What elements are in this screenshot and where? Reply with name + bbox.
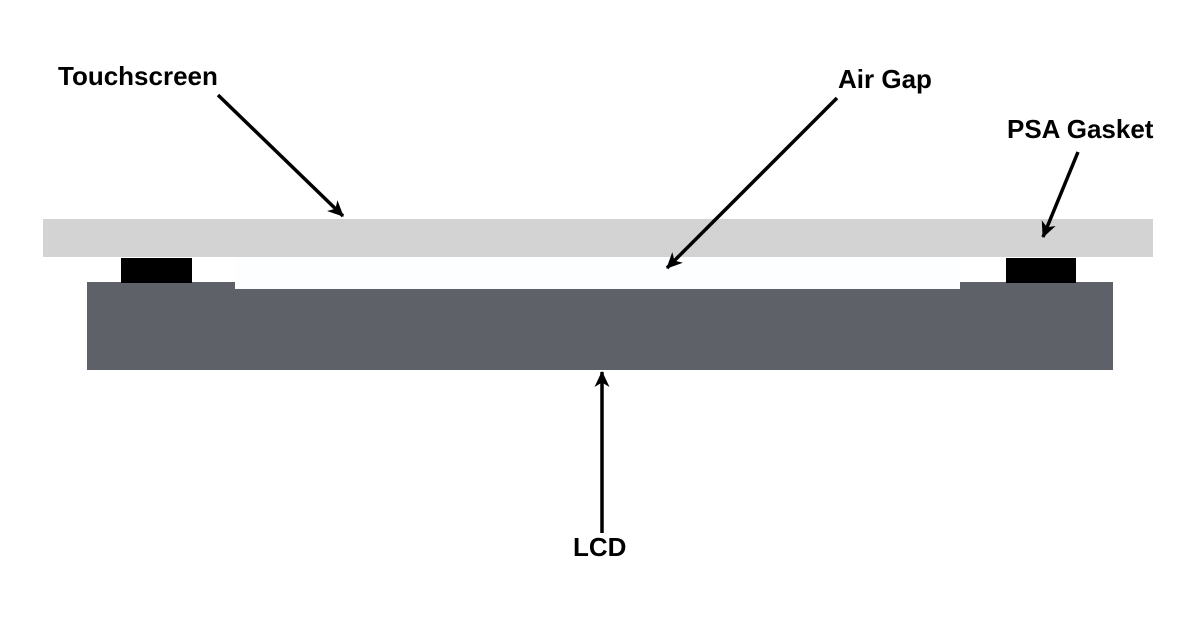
touchscreen-label: Touchscreen (58, 61, 218, 91)
lcd-label: LCD (573, 532, 626, 562)
psa-gasket-left (121, 258, 192, 283)
air-gap-region (235, 257, 960, 289)
air-gap-arrow (665, 96, 839, 270)
lcd-layer (87, 282, 1113, 370)
air-gap-label: Air Gap (838, 64, 932, 94)
psa-gasket-arrow (1041, 151, 1080, 238)
psa-gasket-label: PSA Gasket (1007, 114, 1154, 144)
touchscreen-layer (43, 219, 1153, 257)
touchscreen-arrow (216, 93, 345, 218)
psa-gasket-right (1006, 258, 1076, 283)
